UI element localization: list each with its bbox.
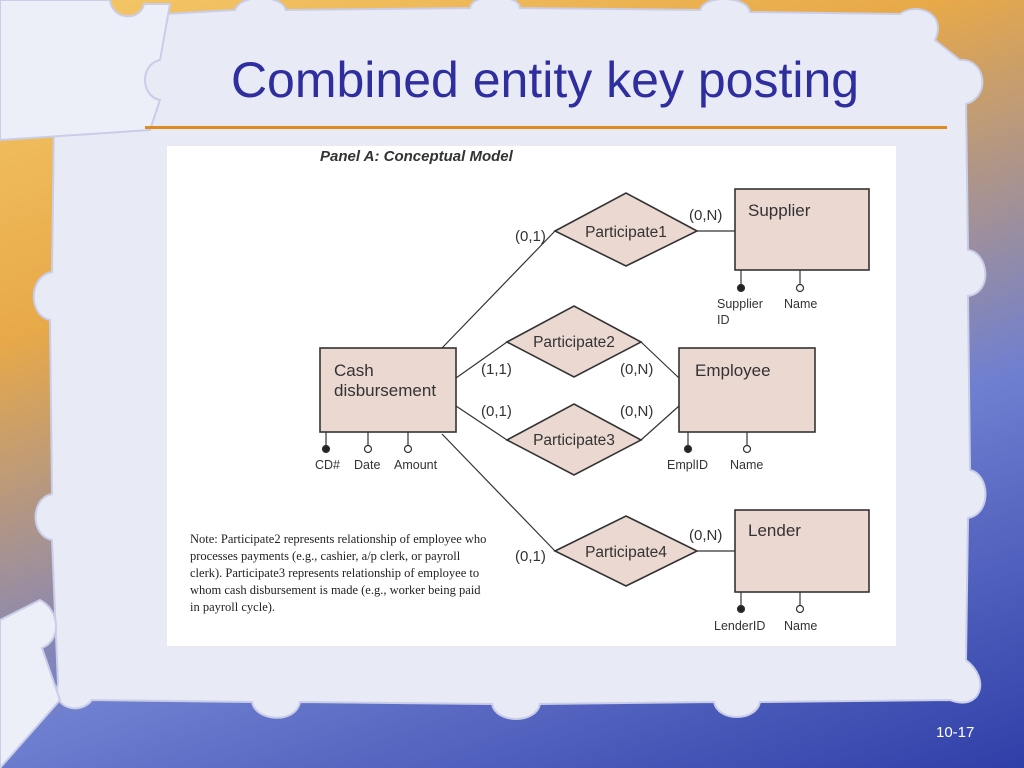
relationship-participate1 bbox=[553, 192, 699, 267]
attribute-marker bbox=[795, 283, 805, 293]
relationship-participate3 bbox=[505, 403, 643, 476]
line-p2-employee bbox=[640, 341, 680, 379]
er-diagram: Cash disbursement Supplier Employee Lend… bbox=[315, 188, 870, 633]
line-cash-p2 bbox=[455, 341, 508, 379]
line-p3-employee bbox=[640, 405, 680, 441]
title-underline bbox=[145, 126, 947, 129]
entity-employee-label: Employee bbox=[695, 361, 771, 380]
key-attribute-marker bbox=[736, 604, 746, 614]
cardinality-p4-lender: (0,N) bbox=[689, 527, 722, 544]
attr-empl-id: EmplID bbox=[667, 458, 708, 472]
entity-lender-label: Lender bbox=[748, 521, 801, 540]
relationship-participate1-label: Participate1 bbox=[585, 224, 667, 241]
entity-supplier bbox=[734, 188, 870, 271]
relationship-participate2-label: Participate2 bbox=[533, 334, 615, 351]
attr-lender-id: LenderID bbox=[714, 619, 765, 633]
relationship-participate4 bbox=[553, 515, 699, 587]
entity-lender bbox=[734, 509, 870, 593]
entity-cash-label-2: disbursement bbox=[334, 381, 436, 400]
diagram-panel: Cash disbursement Supplier Employee Lend… bbox=[167, 146, 896, 646]
key-attribute-marker bbox=[736, 283, 746, 293]
panel-title: Panel A: Conceptual Model bbox=[320, 148, 513, 165]
cardinality-p1-supplier: (0,N) bbox=[689, 207, 722, 224]
attribute-marker bbox=[795, 604, 805, 614]
cardinality-p3-employee: (0,N) bbox=[620, 403, 653, 420]
relationship-participate4-label: Participate4 bbox=[585, 544, 667, 561]
slide-title: Combined entity key posting bbox=[230, 52, 860, 108]
cardinality-cash-p2: (1,1) bbox=[481, 361, 512, 378]
attr-amount: Amount bbox=[394, 458, 438, 472]
entity-employee bbox=[678, 347, 816, 433]
entity-cash-label-1: Cash bbox=[334, 361, 374, 380]
slide-number: 10-17 bbox=[936, 724, 975, 741]
diagram-note: Note: Participate2 represents relationsh… bbox=[190, 532, 487, 614]
attr-date: Date bbox=[354, 458, 380, 472]
attr-employee-name: Name bbox=[730, 458, 763, 472]
entity-supplier-label: Supplier bbox=[748, 201, 811, 220]
cardinality-cash-p4: (0,1) bbox=[515, 548, 546, 565]
relationship-participate2 bbox=[505, 305, 643, 378]
attr-supplier-name: Name bbox=[784, 297, 817, 311]
cardinality-cash-p3: (0,1) bbox=[481, 403, 512, 420]
attribute-marker bbox=[742, 444, 752, 454]
line-cash-p1 bbox=[441, 230, 556, 349]
line-cash-p4 bbox=[441, 433, 556, 552]
attr-supplier-id-1: Supplier bbox=[717, 297, 763, 311]
attribute-marker bbox=[363, 444, 373, 454]
relationship-participate3-label: Participate3 bbox=[533, 432, 615, 449]
key-attribute-marker bbox=[683, 444, 693, 454]
attr-supplier-id-2: ID bbox=[717, 313, 730, 327]
attr-lender-name: Name bbox=[784, 619, 817, 633]
key-attribute-marker bbox=[321, 444, 331, 454]
entity-cash-disbursement bbox=[319, 347, 457, 433]
line-cash-p3 bbox=[455, 405, 508, 441]
puzzle-edge-piece bbox=[0, 598, 62, 768]
cardinality-cash-p1: (0,1) bbox=[515, 228, 546, 245]
cardinality-p2-employee: (0,N) bbox=[620, 361, 653, 378]
attr-cd-number: CD# bbox=[315, 458, 340, 472]
attribute-marker bbox=[403, 444, 413, 454]
puzzle-corner-piece bbox=[0, 0, 172, 142]
